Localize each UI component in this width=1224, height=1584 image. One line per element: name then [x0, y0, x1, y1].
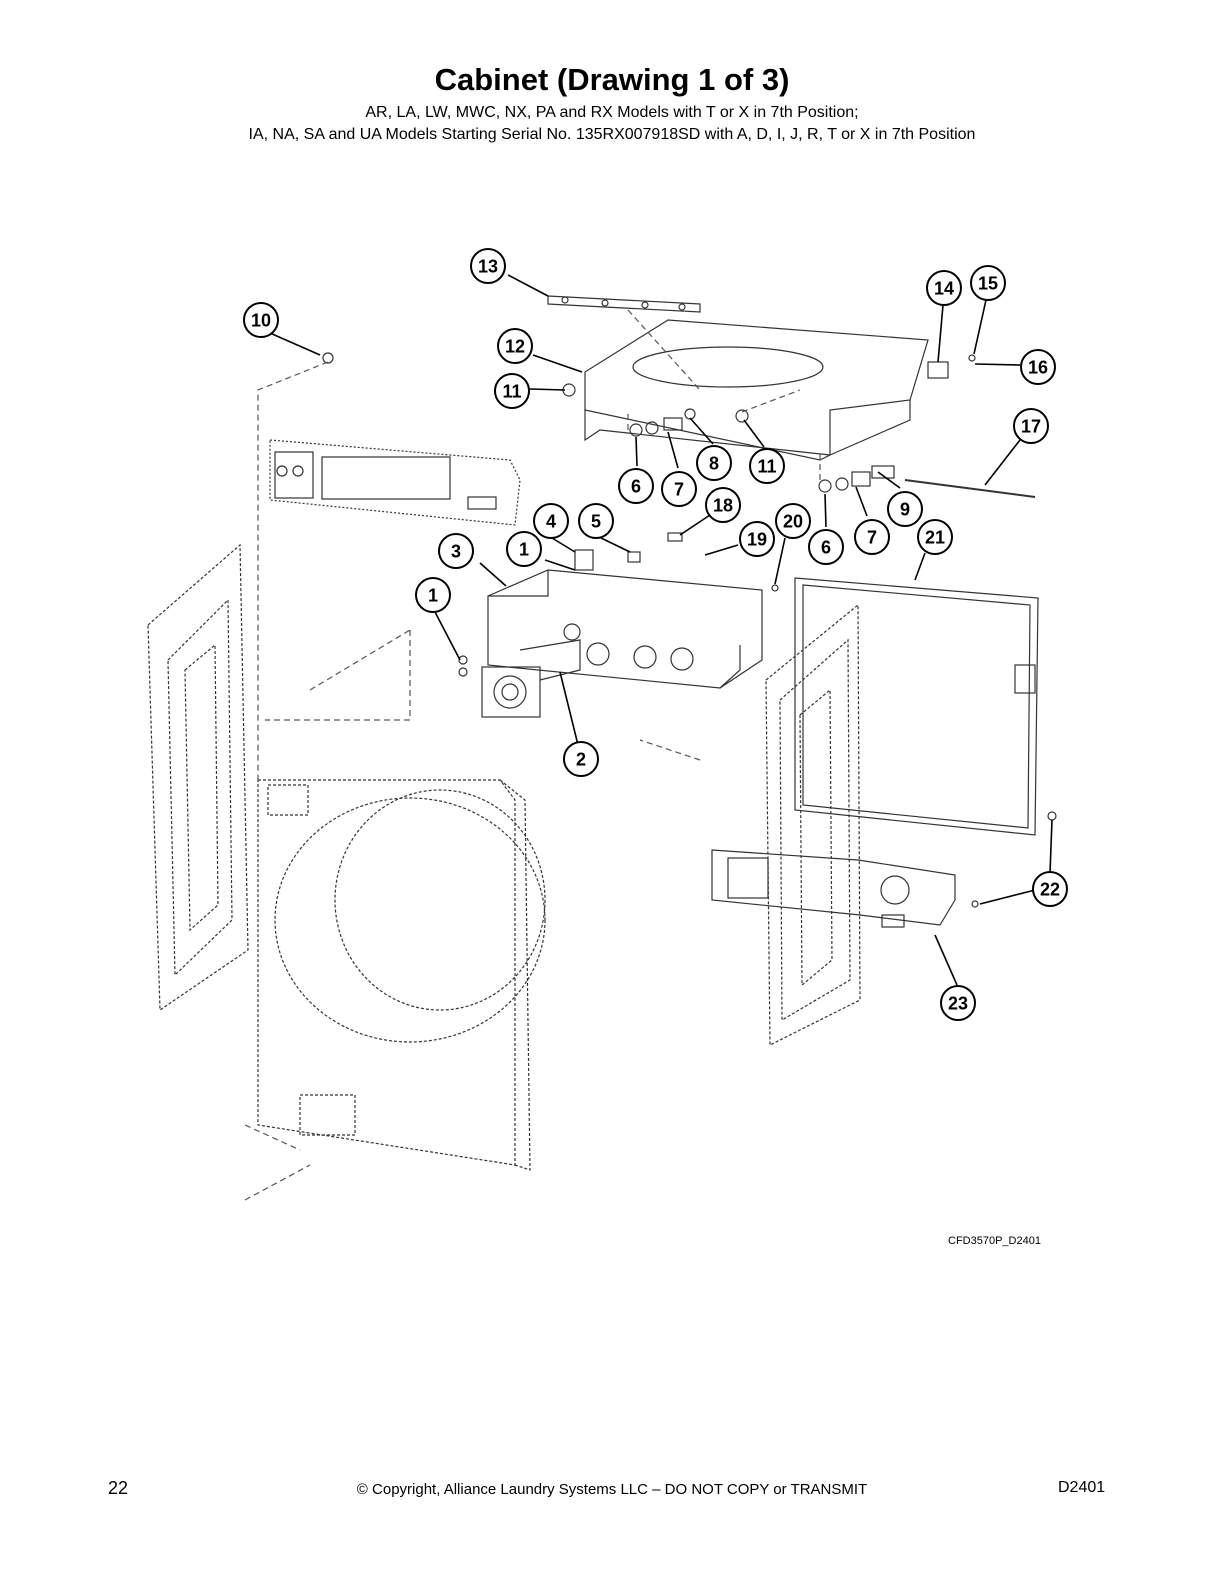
rear-panel-part — [794, 577, 1039, 836]
rear-bracket-part — [711, 849, 956, 928]
callout-circle — [1020, 349, 1056, 385]
callout-number-6: 6 — [821, 538, 831, 558]
callout-number-3: 3 — [451, 542, 461, 562]
right-side-panel-part — [765, 603, 861, 1046]
callout-number-13: 13 — [478, 257, 498, 277]
rod-part — [904, 479, 1036, 498]
callout-number-14: 14 — [934, 279, 954, 299]
callout-circle — [749, 448, 785, 484]
callout-circle — [696, 445, 732, 481]
callout-number-4: 4 — [546, 512, 556, 532]
callout-number-21: 21 — [925, 528, 945, 548]
callout-circle — [533, 503, 569, 539]
callout-number-23: 23 — [948, 994, 968, 1014]
small-hardware-parts — [322, 352, 1057, 908]
callout-number-11: 11 — [757, 457, 776, 477]
callout-circle — [618, 468, 654, 504]
callout-circle — [739, 521, 775, 557]
callout-number-22: 22 — [1040, 880, 1060, 900]
callout-number-6: 6 — [631, 477, 641, 497]
callout-circle — [808, 529, 844, 565]
model-applicability-line-1: AR, LA, LW, MWC, NX, PA and RX Models wi… — [365, 104, 859, 121]
page-title: Cabinet (Drawing 1 of 3) — [434, 62, 790, 97]
left-side-panel-part — [147, 543, 249, 1012]
callout-number-7: 7 — [674, 480, 684, 500]
callout-number-8: 8 — [709, 454, 719, 474]
assembly-leader-lines — [244, 309, 821, 1201]
callout-circle — [578, 503, 614, 539]
callout-number-18: 18 — [713, 496, 733, 516]
callout-circle — [854, 519, 890, 555]
callout-number-16: 16 — [1028, 358, 1048, 378]
callout-circle — [970, 265, 1006, 301]
page-number: 22 — [108, 1478, 129, 1498]
document-id: D2401 — [1058, 1479, 1106, 1496]
callout-number-12: 12 — [505, 337, 525, 357]
callout-circle — [775, 503, 811, 539]
model-applicability-line-2: IA, NA, SA and UA Models Starting Serial… — [248, 126, 976, 143]
callout-number-5: 5 — [591, 512, 601, 532]
callout-circle — [415, 577, 451, 613]
callout-number-1: 1 — [428, 586, 438, 606]
copyright-notice: © Copyright, Alliance Laundry Systems LL… — [356, 1481, 868, 1498]
callout-circle — [940, 985, 976, 1021]
callout-circle — [243, 302, 279, 338]
callout-circle — [926, 270, 962, 306]
callout-number-9: 9 — [900, 500, 910, 520]
drawing-code: CFD3570P_D2401 — [948, 1235, 1041, 1247]
top-cover-part — [584, 319, 929, 461]
callout-circle — [494, 373, 530, 409]
callout-number-15: 15 — [978, 274, 998, 294]
callout-circle — [438, 533, 474, 569]
callout-number-2: 2 — [576, 750, 586, 770]
cabinet-linework — [147, 295, 1057, 1201]
callout-number-7: 7 — [867, 528, 877, 548]
callout-number-20: 20 — [783, 512, 803, 532]
callout-circle — [1032, 871, 1068, 907]
callout-number-17: 17 — [1021, 417, 1041, 437]
callout-circle — [1013, 408, 1049, 444]
callout-circle — [661, 471, 697, 507]
front-panel-part — [257, 779, 546, 1171]
blower-housing-part — [481, 639, 581, 718]
callout-number-11: 11 — [502, 382, 521, 402]
callout-arrows — [269, 274, 1053, 986]
top-rail-part — [547, 295, 701, 313]
control-panel-part — [269, 439, 521, 526]
base-frame-part — [487, 569, 763, 689]
callout-circle — [470, 248, 506, 284]
callout-circle — [917, 519, 953, 555]
callout-number-1: 1 — [519, 540, 529, 560]
callout-circle — [887, 491, 923, 527]
callout-circle — [563, 741, 599, 777]
callout-number-19: 19 — [747, 530, 767, 550]
callout-circle — [705, 487, 741, 523]
callout-circle — [497, 328, 533, 364]
callout-number-10: 10 — [251, 311, 271, 331]
callout-circle — [506, 531, 542, 567]
